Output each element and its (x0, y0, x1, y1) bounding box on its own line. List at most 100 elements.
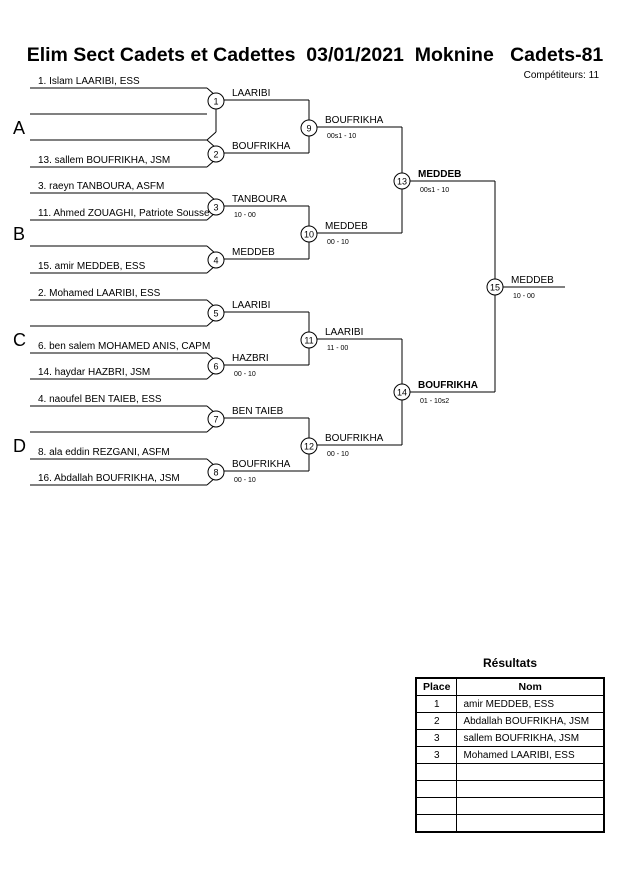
place-column-header: Place (415, 677, 458, 696)
match-winner: TANBOURA (232, 194, 287, 205)
entrant-name: 14. haydar HAZBRI, JSM (38, 367, 150, 378)
entrant-name: 8. ala eddin REZGANI, ASFM (38, 447, 170, 458)
match-score: 00s1 - 10 (327, 133, 356, 140)
match-winner: BOUFRIKHA (418, 380, 478, 391)
match-number-circle (207, 410, 225, 428)
match-number: 4 (213, 256, 218, 266)
table-row (415, 780, 605, 798)
match-score: 00 - 10 (327, 451, 349, 458)
match-number: 9 (306, 124, 311, 134)
match-number: 6 (213, 362, 218, 372)
results-title: Résultats (482, 656, 538, 670)
entrant-name: 13. sallem BOUFRIKHA, JSM (38, 155, 170, 166)
place-cell: 3 (415, 729, 458, 747)
bracket-line (206, 131, 217, 141)
page-title: Elim Sect Cadets et Cadettes 03/01/2021 … (26, 44, 604, 66)
match-score: 00s1 - 10 (420, 187, 449, 194)
match-number-circle (300, 225, 318, 243)
competitor-count: Compétiteurs: 11 (523, 70, 599, 81)
name-cell (456, 797, 605, 815)
pool-label: B (13, 224, 25, 244)
match-number-circle (207, 463, 225, 481)
match-number-circle (300, 437, 318, 455)
match-score: 01 - 10s2 (420, 398, 449, 405)
match-number: 11 (304, 336, 313, 346)
name-cell: Mohamed LAARIBI, ESS (456, 746, 605, 764)
table-row (415, 814, 605, 833)
match-number: 8 (213, 468, 218, 478)
match-score: 10 - 00 (234, 212, 256, 219)
table-row (415, 797, 605, 815)
name-cell (456, 780, 605, 798)
place-cell (415, 780, 458, 798)
match-score: 00 - 10 (234, 477, 256, 484)
match-winner: MEDDEB (325, 221, 368, 232)
match-number: 2 (213, 150, 218, 160)
place-cell: 2 (415, 712, 458, 730)
match-winner: BEN TAIEB (232, 406, 284, 417)
match-score: 11 - 00 (327, 345, 348, 352)
match-score: 10 - 00 (513, 293, 535, 300)
name-cell: Abdallah BOUFRIKHA, JSM (456, 712, 605, 730)
match-winner: BOUFRIKHA (232, 141, 291, 152)
pool-label: C (13, 330, 26, 350)
pool-label: D (13, 436, 26, 456)
match-number-circle (207, 145, 225, 163)
table-row (415, 763, 605, 781)
match-winner: MEDDEB (418, 169, 461, 180)
match-number: 13 (397, 177, 407, 187)
match-number-circle (300, 119, 318, 137)
match-number: 14 (397, 388, 407, 398)
match-number-circle (393, 383, 411, 401)
match-winner: MEDDEB (232, 247, 275, 258)
match-number-circle (393, 172, 411, 190)
entrant-name: 3. raeyn TANBOURA, ASFM (38, 181, 164, 192)
place-cell: 1 (415, 695, 458, 713)
match-number-circle (300, 331, 318, 349)
name-cell: sallem BOUFRIKHA, JSM (456, 729, 605, 747)
entrant-name: 4. naoufel BEN TAIEB, ESS (38, 394, 162, 405)
match-number-circle (207, 92, 225, 110)
match-winner: LAARIBI (232, 88, 270, 99)
match-winner: BOUFRIKHA (325, 115, 384, 126)
match-number: 15 (490, 283, 500, 293)
match-score: 00 - 10 (327, 239, 349, 246)
match-winner: MEDDEB (511, 275, 554, 286)
match-winner: HAZBRI (232, 353, 269, 364)
match-number-circle (207, 304, 225, 322)
place-cell (415, 814, 458, 833)
entrant-name: 11. Ahmed ZOUAGHI, Patriote Sousse (38, 208, 210, 219)
entrant-name: 1. Islam LAARIBI, ESS (38, 76, 140, 87)
match-number: 1 (213, 97, 218, 107)
match-winner: LAARIBI (325, 327, 363, 338)
match-number-circle (486, 278, 504, 296)
results-header-row: Place Nom (415, 677, 605, 696)
match-number: 12 (304, 442, 314, 452)
entrant-name: 15. amir MEDDEB, ESS (38, 261, 146, 272)
match-winner: LAARIBI (232, 300, 270, 311)
name-column-header: Nom (456, 677, 605, 696)
entrant-name: 6. ben salem MOHAMED ANIS, CAPM (38, 341, 210, 352)
match-winner: BOUFRIKHA (325, 433, 384, 444)
pool-label: A (13, 118, 25, 138)
name-cell: amir MEDDEB, ESS (456, 695, 605, 713)
match-score: 00 - 10 (234, 371, 256, 378)
place-cell (415, 797, 458, 815)
match-number: 10 (304, 230, 314, 240)
place-cell: 3 (415, 746, 458, 764)
match-number: 5 (213, 309, 218, 319)
match-number-circle (207, 251, 225, 269)
entrant-name: 2. Mohamed LAARIBI, ESS (38, 288, 161, 299)
entrant-name: 16. Abdallah BOUFRIKHA, JSM (38, 473, 180, 484)
match-number: 3 (213, 203, 218, 213)
match-number-circle (207, 357, 225, 375)
match-number: 7 (213, 415, 218, 425)
match-number-circle (207, 198, 225, 216)
